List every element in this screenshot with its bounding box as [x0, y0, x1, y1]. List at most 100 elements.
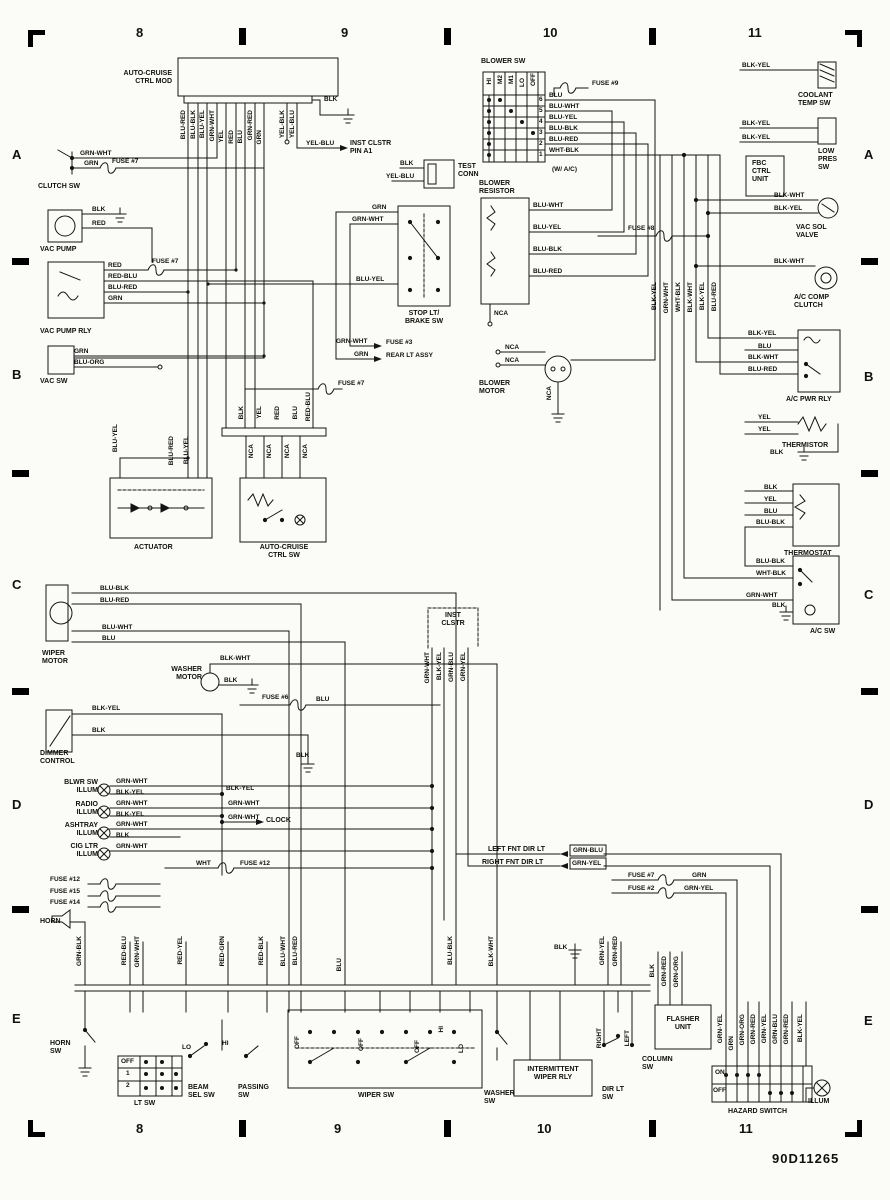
label-blu-blk-176: BLU-BLK	[549, 125, 578, 132]
label-wht-104: WHT	[196, 860, 211, 867]
thermistor-art	[744, 415, 839, 453]
grid-right-d: D	[864, 797, 874, 812]
hazard-switch-box	[711, 1001, 831, 1103]
grid-top-8: 8	[136, 25, 144, 40]
inst-clstr-art	[427, 607, 782, 1067]
fbc-ctrl-unit-box	[745, 155, 785, 197]
left-fnt-dir-lt-label: LEFT FNT DIR LT	[488, 846, 546, 853]
label-blk-yel-200: BLK-YEL	[742, 120, 771, 127]
label-fuse-7-38: FUSE #7	[112, 158, 139, 165]
label-grn-wht-36: GRN-WHT	[80, 150, 112, 157]
ac-sw-label: A/C SW	[810, 628, 836, 635]
stop-lt-brake-sw-label: STOP LT/ BRAKE SW	[404, 310, 444, 326]
actuator-box	[109, 457, 213, 539]
label-blk-226: BLK	[772, 602, 786, 609]
label-off-141: OFF	[121, 1058, 134, 1065]
label-fuse-7-60: FUSE #7	[338, 380, 365, 387]
beam-sel-sw-label: BEAM SEL SW	[188, 1084, 215, 1100]
blower-resistor-label: BLOWER RESISTOR	[479, 180, 515, 196]
label-blk-yel-192: BLK-YEL	[651, 282, 658, 311]
label-grn-yel-236: GRN-YEL	[572, 860, 602, 867]
label-blk-wht-195: BLK-WHT	[687, 282, 694, 313]
label-grn-wht-229: GRN-WHT	[424, 652, 431, 684]
label-blk-wht-207: BLK-WHT	[774, 258, 805, 265]
label-grn-red-123: GRN-RED	[612, 936, 619, 967]
auto-cruise-ctrl-sw-label: AUTO-CRUISE CTRL SW	[259, 544, 309, 560]
label-grn-red-134: GRN-RED	[783, 1014, 790, 1045]
dimmer-control-label: DIMMER CONTROL	[40, 750, 75, 766]
label-m1-164: M1	[508, 75, 515, 85]
label-grn-red-26: GRN-RED	[247, 110, 254, 141]
label-grn-wht-90: GRN-WHT	[116, 778, 148, 785]
label-fuse-6-83: FUSE #6	[262, 694, 289, 701]
test-conn-label: TEST CONN	[458, 163, 479, 179]
label-fuse-12-106: FUSE #12	[50, 876, 80, 883]
label-grn-46: GRN	[108, 295, 123, 302]
label-blu-blk-221: BLU-BLK	[756, 519, 785, 526]
washer-sw-art	[494, 1011, 508, 1061]
label-blu-yel-175: BLU-YEL	[549, 114, 578, 121]
coolant-temp-sw-label: COOLANT TEMP SW	[798, 92, 833, 108]
label-2-171: 2	[539, 140, 543, 147]
label--w-a-c--180: (W/ A/C)	[552, 166, 578, 173]
label-fuse-3-57: FUSE #3	[386, 339, 413, 346]
ac-sw-box	[785, 555, 840, 625]
label-blk-wht-120: BLK-WHT	[488, 936, 495, 967]
label-blk-40: BLK	[92, 206, 106, 213]
horn-sw-label: HORN SW	[50, 1040, 71, 1056]
label-blu-25: BLU	[237, 130, 244, 144]
label-grn-red-125: GRN-RED	[661, 956, 668, 987]
label-fuse-2-239: FUSE #2	[628, 885, 655, 892]
vac-sw-art	[47, 345, 265, 375]
hazard-switch-label: HAZARD SWITCH	[728, 1108, 788, 1115]
label-blk-88: BLK	[296, 752, 310, 759]
grid-left-d: D	[12, 797, 22, 812]
label-blk-wht-204: BLK-WHT	[774, 192, 805, 199]
label-lo-145: LO	[182, 1044, 192, 1051]
label-grn-org-126: GRN-ORG	[673, 956, 680, 988]
label-blk-yel-198: BLK-YEL	[742, 62, 771, 69]
label-grn-wht-53: GRN-WHT	[352, 216, 384, 223]
label-fuse-14-108: FUSE #14	[50, 899, 80, 906]
vac-sol-valve-art	[817, 197, 839, 219]
label-blk-30: BLK	[324, 96, 338, 103]
label-grn-wht-97: GRN-WHT	[228, 814, 260, 821]
beam-passing-art	[187, 1019, 259, 1059]
vac-sw-label: VAC SW	[40, 378, 68, 385]
label-1-172: 1	[539, 151, 543, 158]
grid-left-c: C	[12, 577, 22, 592]
grid-bottom-11: 11	[739, 1121, 753, 1136]
label-blk-yel-230: BLK-YEL	[436, 652, 443, 681]
label-blu-wht-77: BLU-WHT	[102, 624, 133, 631]
label-red-yel-113: RED-YEL	[177, 936, 184, 965]
auto-cruise-module-box	[71, 57, 349, 479]
ac-comp-clutch-art	[814, 266, 838, 290]
label-left-158: LEFT	[624, 1030, 631, 1047]
label-grn-wht-103: GRN-WHT	[116, 843, 148, 850]
grid-right-b: B	[864, 369, 874, 384]
horn-label: HORN	[40, 918, 61, 925]
label-blu-red-19: BLU-RED	[180, 110, 187, 140]
vac-pump-label: VAC PUMP	[40, 246, 77, 253]
label-blu-yel-183: BLU-YEL	[533, 224, 562, 231]
label-grn-wht-112: GRN-WHT	[134, 936, 141, 968]
washer-sw-label: WASHER SW	[484, 1090, 515, 1106]
label-blu-red-117: BLU-RED	[292, 936, 299, 966]
label-grn-yel-132: GRN-YEL	[761, 1014, 768, 1044]
label-rear-lt-assy-59: REAR LT ASSY	[386, 352, 433, 359]
grid-left-e: E	[12, 1011, 21, 1026]
ashtray-illum-label: ASHTRAY ILLUM	[64, 822, 98, 838]
washer-motor-label: WASHER MOTOR	[171, 666, 202, 682]
horn-art	[51, 909, 86, 986]
label-yel-blk-28: YEL-BLK	[279, 110, 286, 139]
label-grn-wht-56: GRN-WHT	[336, 338, 368, 345]
coolant-temp-sw-art	[739, 61, 837, 89]
label-grn-blu-133: GRN-BLU	[772, 1014, 779, 1044]
ac-pwr-rly-box	[744, 329, 841, 393]
label-grn-238: GRN	[692, 872, 707, 879]
label-red-grn-114: RED-GRN	[219, 936, 226, 967]
label-blu-173: BLU	[549, 92, 563, 99]
label-blu-yel-21: BLU-YEL	[199, 110, 206, 139]
flasher-unit-box	[654, 951, 712, 1050]
